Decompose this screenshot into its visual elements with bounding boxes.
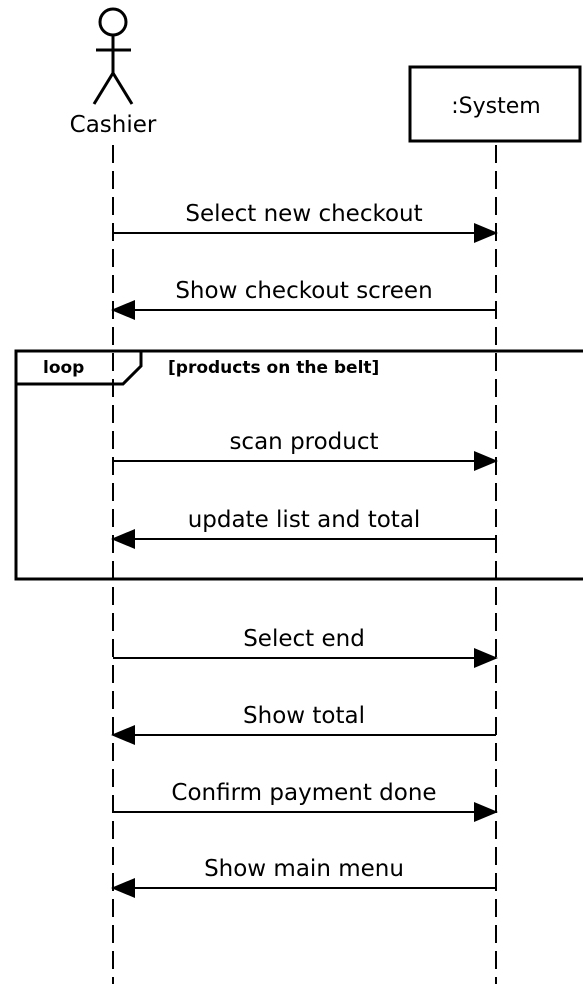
loop-frame-border xyxy=(14,349,583,581)
message-label: update list and total xyxy=(188,507,421,533)
message-label: Confirm payment done xyxy=(171,780,436,806)
loop-frame-tab xyxy=(16,349,143,386)
message-1: Select new checkout xyxy=(113,201,498,243)
system-box xyxy=(408,65,582,143)
message-3: scan product xyxy=(113,429,498,471)
system-participant: :System xyxy=(408,65,582,143)
loop-frame: loop [products on the belt] xyxy=(14,349,583,581)
message-4: update list and total xyxy=(111,507,496,549)
message-5: Select end xyxy=(113,626,498,668)
message-2: Show checkout screen xyxy=(111,278,496,320)
loop-guard: [products on the belt] xyxy=(168,358,379,378)
system-label: :System xyxy=(451,94,540,119)
message-8: Show main menu xyxy=(111,856,496,898)
stick-figure-icon xyxy=(92,7,134,105)
message-7: Confirm payment done xyxy=(113,780,498,822)
message-label: Show main menu xyxy=(204,856,404,882)
loop-keyword: loop xyxy=(43,358,84,378)
cashier-actor: Cashier xyxy=(70,7,157,138)
message-label: Select end xyxy=(243,626,365,652)
actor-label: Cashier xyxy=(70,112,157,138)
message-6: Show total xyxy=(111,703,496,745)
message-label: scan product xyxy=(229,429,378,455)
message-label: Select new checkout xyxy=(185,201,422,227)
message-label: Show checkout screen xyxy=(175,278,432,304)
message-label: Show total xyxy=(243,703,365,729)
